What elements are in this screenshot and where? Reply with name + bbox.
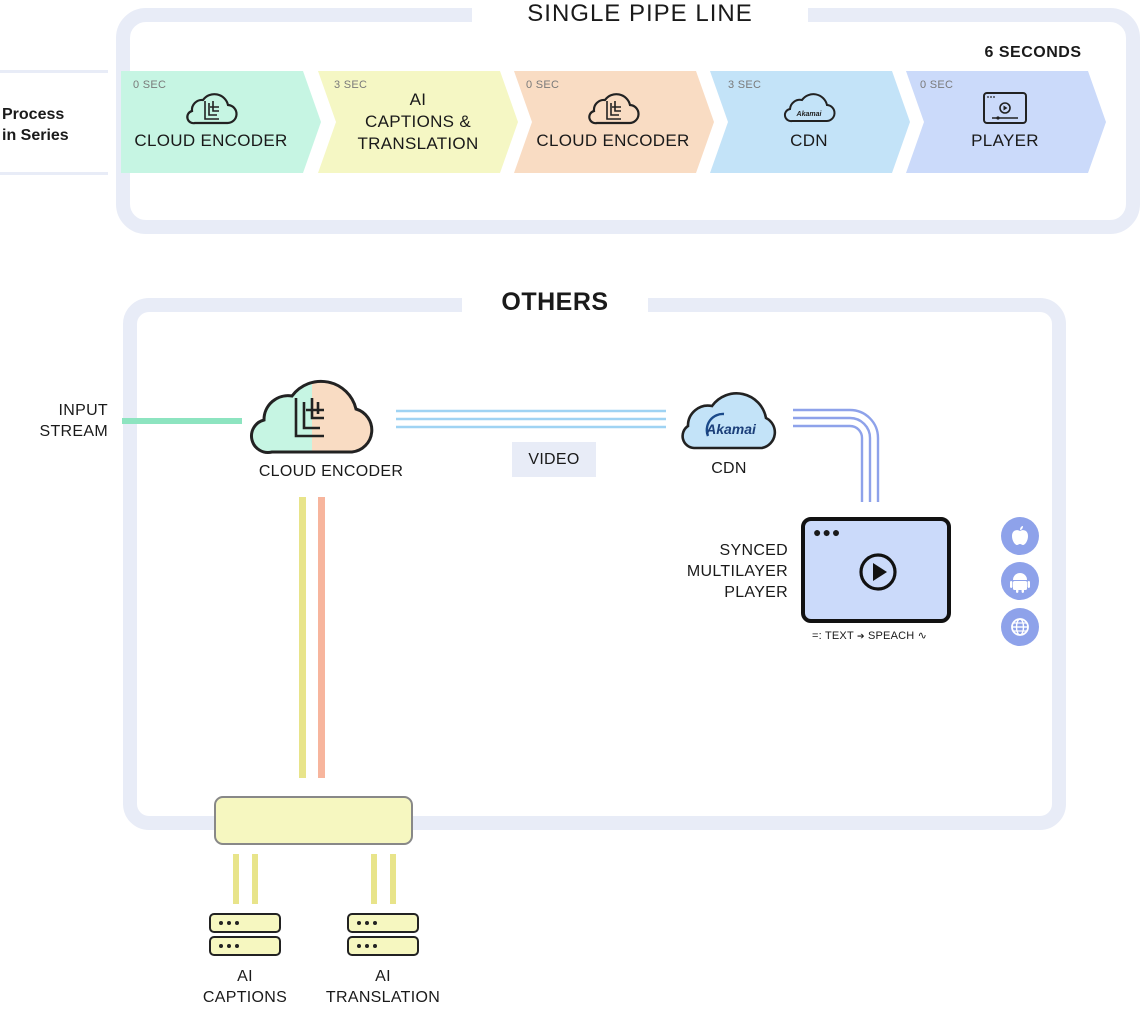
cdn-to-player-lines	[793, 408, 880, 502]
ai-to-captions-line	[233, 854, 239, 904]
player-icon	[924, 89, 1086, 130]
encoder-to-ai-line-salmon	[318, 497, 325, 778]
ai-to-translation-line	[371, 854, 377, 904]
akamai-logo-text: Akamai	[705, 421, 757, 437]
video-stream-lines	[396, 409, 666, 429]
stage-label: CLOUD ENCODER	[134, 131, 288, 150]
arrow-right-icon: ➔	[856, 631, 865, 641]
single-pipeline-title: SINGLE PIPE LINE	[472, 0, 808, 30]
stage-label: CDN	[790, 131, 828, 150]
stage-time: 0 SEC	[526, 79, 560, 91]
captions-server-icon	[209, 913, 281, 959]
player-window: ●●●	[801, 517, 951, 623]
input-stream-label: INPUT STREAM	[39, 402, 108, 440]
input-stream-line	[122, 418, 242, 424]
stage-label: PLAYER	[971, 131, 1039, 150]
svg-text:Akamai: Akamai	[796, 111, 823, 118]
cloud-encoder-label: CLOUD ENCODER	[258, 463, 404, 480]
cloud-encoder-icon	[532, 89, 694, 132]
video-label: VIDEO	[512, 442, 596, 477]
android-icon	[1010, 573, 1030, 593]
pipeline-stage: 0 SEC CLOUD ENCODER	[121, 71, 323, 173]
others-title: OTHERS	[462, 288, 648, 322]
process-in-series-label: Process in Series	[2, 106, 69, 144]
akamai-cloud-icon: Akamai	[728, 89, 890, 130]
encoder-to-ai-line-yellow	[299, 497, 306, 778]
play-icon	[859, 553, 897, 591]
pipeline-stage: 3 SEC AI CAPTIONS & TRANSLATION	[318, 71, 520, 173]
ai-captions-label: AI CAPTIONS	[202, 968, 288, 1006]
synced-player-label: SYNCED MULTILAYER PLAYER	[686, 542, 788, 601]
apple-platform-badge	[1001, 517, 1039, 555]
window-dots-icon: ●●●	[813, 524, 842, 540]
text-to-speech-label: =: TEXT ➔ SPEACH ∿	[812, 630, 928, 642]
web-platform-badge	[1001, 608, 1039, 646]
chevron-shape	[318, 71, 518, 173]
side-label-rule-bottom	[0, 172, 108, 175]
web-icon	[1011, 618, 1029, 636]
cloud-encoder-icon	[248, 372, 380, 463]
cdn-label: CDN	[711, 460, 747, 477]
android-platform-badge	[1001, 562, 1039, 600]
pipeline-stage: 3 SEC Akamai CDN	[710, 71, 912, 173]
stage-time: 0 SEC	[133, 79, 167, 91]
stage-time: 0 SEC	[920, 79, 954, 91]
ai-translation-label: AI TRANSLATION	[325, 968, 441, 1006]
akamai-cloud-icon: Akamai	[674, 382, 784, 459]
side-label-rule-top	[0, 70, 108, 73]
ai-processing-box	[214, 796, 413, 845]
apple-icon	[1012, 526, 1028, 545]
ai-to-translation-line	[390, 854, 396, 904]
stage-time: 3 SEC	[334, 79, 368, 91]
cloud-encoder-icon	[121, 89, 301, 132]
waveform-icon: ∿	[917, 630, 928, 642]
stage-time: 3 SEC	[728, 79, 762, 91]
stage-label: CLOUD ENCODER	[536, 131, 690, 150]
text-lines-icon: =:	[812, 630, 822, 642]
ai-to-captions-line	[252, 854, 258, 904]
pipeline-stage: 0 SEC PLAYER	[906, 71, 1108, 173]
stage-label: AI CAPTIONS & TRANSLATION	[357, 90, 479, 153]
pipeline-stage: 0 SEC CLOUD ENCODER	[514, 71, 716, 173]
translation-server-icon	[347, 913, 419, 959]
total-time-label: 6 SECONDS	[984, 44, 1082, 61]
